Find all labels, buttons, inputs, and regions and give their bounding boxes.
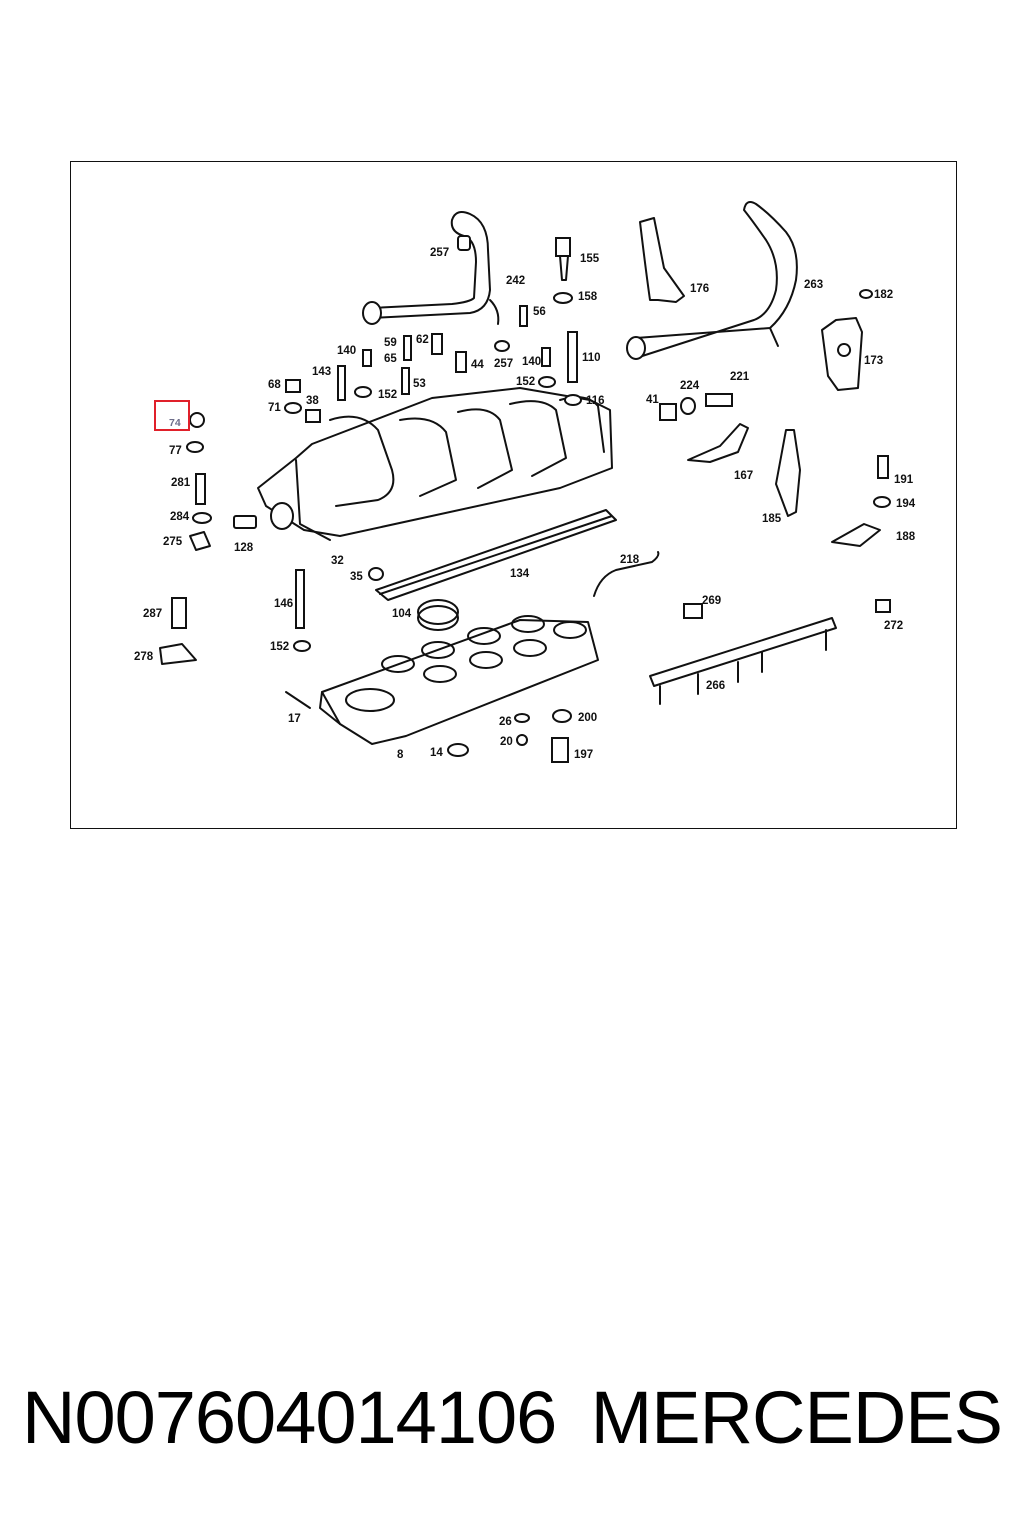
highlight-box-callout-74 [154, 400, 190, 431]
small-parts [159, 235, 891, 763]
callout-272[interactable]: 272 [884, 620, 903, 632]
callout-194[interactable]: 194 [896, 498, 916, 510]
fuel-rail-266 [649, 617, 837, 705]
callout-77[interactable]: 77 [169, 445, 182, 457]
callout-185[interactable]: 185 [762, 513, 782, 525]
callout-269[interactable]: 269 [702, 595, 721, 607]
callout-146[interactable]: 146 [274, 598, 293, 610]
callout-labels: 257 242 155 158 56 176 263 182 59 62 65 … [134, 247, 916, 761]
footer: N007604014106 MERCEDES [0, 1375, 1024, 1470]
callout-278[interactable]: 278 [134, 651, 154, 663]
line-218 [593, 551, 660, 597]
callout-197[interactable]: 197 [574, 749, 593, 761]
part-number: N007604014106 [22, 1376, 557, 1459]
callout-176[interactable]: 176 [690, 283, 709, 295]
callout-152c[interactable]: 152 [270, 641, 289, 653]
lower-intake-base [319, 615, 599, 745]
callout-287[interactable]: 287 [143, 608, 162, 620]
callout-26[interactable]: 26 [499, 716, 512, 728]
callout-257[interactable]: 257 [430, 247, 449, 259]
callout-167[interactable]: 167 [734, 470, 753, 482]
hose-242 [362, 211, 500, 325]
seal-ring-104 [417, 599, 459, 625]
callout-155[interactable]: 155 [580, 253, 600, 265]
upper-intake-manifold [257, 387, 613, 541]
callout-74[interactable]: 74 [169, 417, 181, 429]
gasket-134 [375, 509, 617, 601]
callout-44[interactable]: 44 [471, 359, 484, 371]
callout-8[interactable]: 8 [397, 749, 404, 761]
callout-104[interactable]: 104 [392, 608, 412, 620]
callout-221[interactable]: 221 [730, 371, 750, 383]
bracket-176 [639, 217, 685, 303]
callout-188[interactable]: 188 [896, 531, 916, 543]
callout-35[interactable]: 35 [350, 571, 363, 583]
brand-name: MERCEDES [590, 1376, 1003, 1459]
callout-200[interactable]: 200 [578, 712, 597, 724]
callout-218[interactable]: 218 [620, 554, 640, 566]
callout-275[interactable]: 275 [163, 536, 183, 548]
callout-158[interactable]: 158 [578, 291, 598, 303]
callout-143[interactable]: 143 [312, 366, 331, 378]
callout-140[interactable]: 140 [337, 345, 356, 357]
callout-14[interactable]: 14 [430, 747, 443, 759]
callout-59[interactable]: 59 [384, 337, 397, 349]
callout-20[interactable]: 20 [500, 736, 513, 748]
callout-32[interactable]: 32 [331, 555, 344, 567]
callout-110[interactable]: 110 [582, 352, 601, 364]
callout-152[interactable]: 152 [516, 376, 535, 388]
callout-224[interactable]: 224 [680, 380, 700, 392]
callout-71[interactable]: 71 [268, 402, 281, 414]
callout-17[interactable]: 17 [288, 713, 301, 725]
callout-65[interactable]: 65 [384, 353, 397, 365]
callout-257b[interactable]: 257 [494, 358, 513, 370]
callout-281[interactable]: 281 [171, 477, 191, 489]
callout-152b[interactable]: 152 [378, 389, 397, 401]
callout-173[interactable]: 173 [864, 355, 883, 367]
callout-53[interactable]: 53 [413, 378, 426, 390]
callout-242[interactable]: 242 [506, 275, 525, 287]
callout-284[interactable]: 284 [170, 511, 190, 523]
callout-140b[interactable]: 140 [522, 356, 541, 368]
callout-56[interactable]: 56 [533, 306, 546, 318]
callout-134[interactable]: 134 [510, 568, 530, 580]
callout-62[interactable]: 62 [416, 334, 429, 346]
diagram-frame [70, 161, 957, 829]
bracket-173 [821, 317, 863, 391]
pipe-263 [626, 201, 798, 360]
callout-263[interactable]: 263 [804, 279, 823, 291]
callout-266[interactable]: 266 [706, 680, 725, 692]
callout-182[interactable]: 182 [874, 289, 893, 301]
callout-38[interactable]: 38 [306, 395, 319, 407]
callout-116[interactable]: 116 [586, 395, 605, 407]
callout-41[interactable]: 41 [646, 394, 659, 406]
callout-68[interactable]: 68 [268, 379, 281, 391]
callout-191[interactable]: 191 [894, 474, 914, 486]
callout-128[interactable]: 128 [234, 542, 254, 554]
